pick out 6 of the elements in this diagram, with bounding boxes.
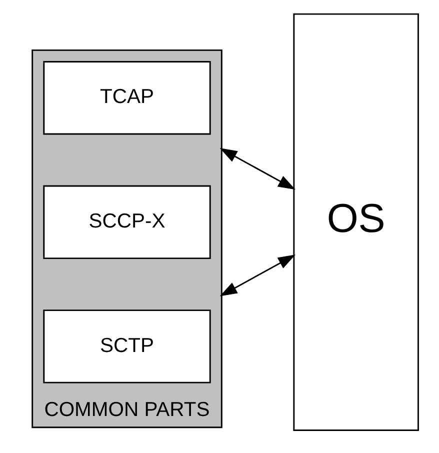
arrow: [220, 148, 296, 190]
node-box: OS: [293, 13, 419, 431]
node-box: SCTP: [43, 310, 211, 384]
node-box: TCAP: [43, 61, 211, 135]
node-box: SCCP-X: [43, 185, 211, 260]
arrow: [220, 254, 296, 296]
